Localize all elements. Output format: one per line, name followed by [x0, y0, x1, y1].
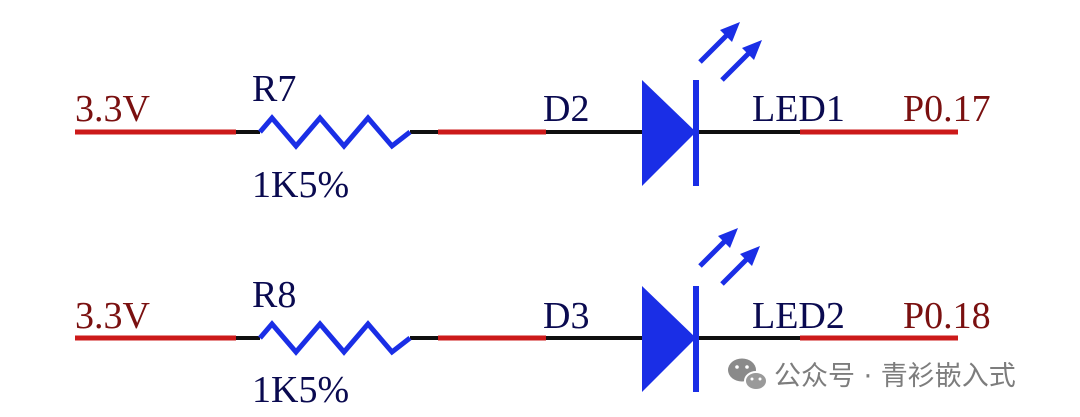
watermark: 公众号 · 青衫嵌入式: [728, 358, 1016, 392]
diode-ref-label: D2: [543, 88, 589, 130]
resistor-value-label: 1K5%: [252, 164, 349, 206]
led-label: LED2: [752, 295, 845, 337]
watermark-text: 公众号 · 青衫嵌入式: [774, 361, 1016, 392]
light-arrow-1-head: [720, 22, 740, 42]
light-arrow-2-head: [740, 246, 760, 266]
light-arrow-2: [720, 254, 752, 286]
light-arrows: [698, 22, 762, 82]
led-circuit-2: 3.3V R8 1K5% D3 LED2 P0.18: [75, 228, 991, 411]
resistor-symbol: [258, 114, 412, 150]
resistor-value-label: 1K5%: [252, 369, 349, 411]
net-label-in: 3.3V: [75, 88, 151, 130]
led-label: LED1: [752, 88, 845, 130]
resistor-ref-label: R8: [252, 274, 296, 316]
net-label-out: P0.17: [903, 88, 991, 130]
net-label-in: 3.3V: [75, 295, 151, 337]
light-arrows: [698, 228, 760, 286]
led-triangle: [642, 286, 696, 392]
resistor-ref-label: R7: [252, 68, 296, 110]
light-arrow-1-head: [718, 228, 738, 248]
led-circuit-1: 3.3V R7 1K5% D2 LED1 P0.17: [75, 22, 991, 206]
diode-ref-label: D3: [543, 295, 589, 337]
net-label-out: P0.18: [903, 295, 991, 337]
led-triangle: [642, 80, 696, 186]
light-arrow-1: [698, 30, 732, 64]
light-arrow-1: [698, 236, 730, 268]
light-arrow-2: [720, 48, 754, 82]
light-arrow-2-head: [742, 40, 762, 60]
wechat-icon: [728, 358, 768, 391]
resistor-symbol: [258, 320, 412, 356]
